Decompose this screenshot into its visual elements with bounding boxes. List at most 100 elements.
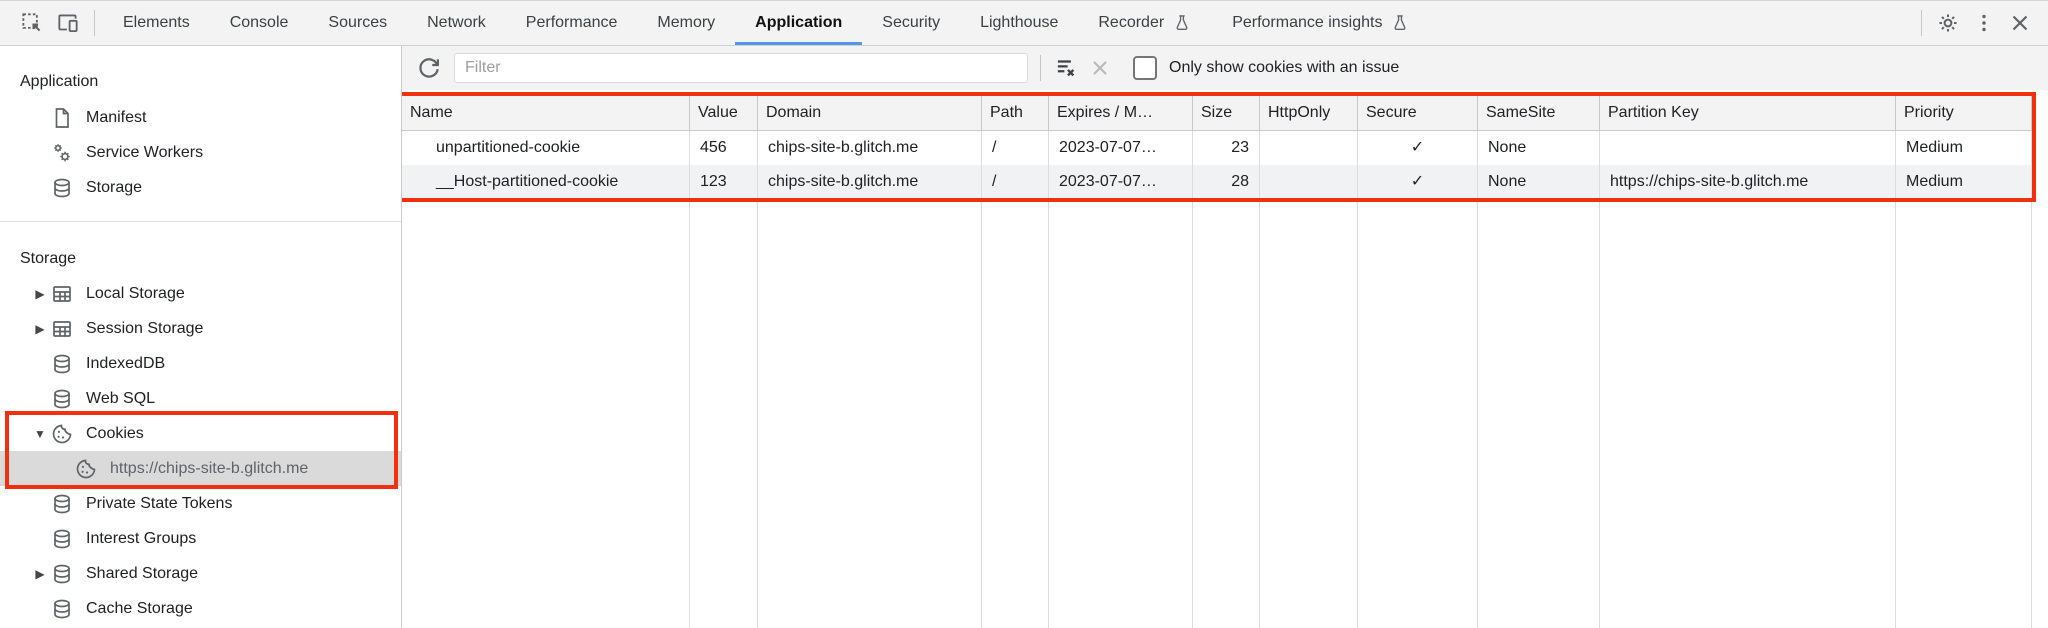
cell-partition-key[interactable]: https://chips-site-b.glitch.me (1600, 165, 1896, 199)
tab-elements[interactable]: Elements (103, 1, 210, 45)
tab-security[interactable]: Security (862, 1, 960, 45)
sidebar-item-label: Private State Tokens (86, 494, 233, 512)
cell-domain[interactable]: chips-site-b.glitch.me (758, 131, 982, 165)
cell-value[interactable]: 123 (690, 165, 758, 199)
issue-filter-label: Only show cookies with an issue (1169, 59, 1400, 76)
clear-filter-icon[interactable] (1049, 51, 1083, 85)
settings-gear-icon[interactable] (1930, 5, 1966, 41)
sidebar-item-shared-storage[interactable]: ▶ Shared Storage (0, 556, 401, 591)
tab-memory[interactable]: Memory (637, 1, 735, 45)
sidebar-item-cookies[interactable]: ▼ Cookies (0, 416, 401, 451)
sidebar-item-label: Service Workers (86, 143, 204, 161)
tab-sources[interactable]: Sources (308, 1, 407, 45)
inspect-element-icon[interactable] (14, 5, 50, 41)
more-options-kebab-icon[interactable] (1966, 5, 2002, 41)
column-header-path[interactable]: Path (982, 96, 1049, 130)
refresh-icon[interactable] (412, 51, 446, 85)
cell-size[interactable]: 23 (1193, 131, 1260, 165)
cell-priority[interactable]: Medium (1896, 131, 2032, 165)
device-toolbar-icon[interactable] (50, 5, 86, 41)
tabbar-divider (94, 10, 95, 36)
cell-path[interactable]: / (982, 131, 1049, 165)
column-header-name[interactable]: Name (402, 96, 690, 130)
tab-label: Memory (657, 14, 716, 31)
cell-value[interactable]: 456 (690, 131, 758, 165)
tab-lighthouse[interactable]: Lighthouse (960, 1, 1078, 45)
cell-size[interactable]: 28 (1193, 165, 1260, 199)
column-header-samesite[interactable]: SameSite (1478, 96, 1600, 130)
cell-partition-key[interactable] (1600, 131, 1896, 165)
sidebar-item-label: Shared Storage (86, 564, 199, 582)
sidebar-item-label: Cache Storage (86, 599, 193, 617)
filter-input[interactable] (454, 53, 1028, 83)
tab-performance[interactable]: Performance (506, 1, 638, 45)
delete-cookie-icon[interactable] (1083, 51, 1117, 85)
issue-filter-checkbox[interactable] (1133, 56, 1157, 80)
cell-samesite[interactable]: None (1478, 165, 1600, 199)
sidebar-item-indexeddb[interactable]: IndexedDB (0, 346, 401, 381)
column-header-priority[interactable]: Priority (1896, 96, 2032, 130)
cookie-icon (74, 457, 98, 481)
gears-icon (50, 141, 74, 165)
cookie-row-host-partitioned[interactable]: __Host-partitioned-cookie 123 chips-site… (402, 165, 2032, 199)
application-sidebar: Application Manifest Service Workers (0, 46, 402, 628)
column-header-domain[interactable]: Domain (758, 96, 982, 130)
sidebar-item-label: Web SQL (86, 389, 156, 407)
chevron-collapsed-icon[interactable]: ▶ (35, 566, 45, 581)
tab-label: Performance insights (1232, 14, 1383, 31)
experiment-flask-icon (1390, 13, 1410, 33)
tab-label: Elements (123, 14, 190, 31)
tab-performance-insights[interactable]: Performance insights (1212, 1, 1430, 45)
tab-network[interactable]: Network (407, 1, 506, 45)
tabbar-right-divider (1921, 10, 1922, 36)
sidebar-item-interest-groups[interactable]: Interest Groups (0, 521, 401, 556)
chevron-collapsed-icon[interactable]: ▶ (35, 321, 45, 336)
table-grid-lines (402, 96, 2032, 628)
cell-name[interactable]: unpartitioned-cookie (402, 131, 690, 165)
cell-secure-checkmark[interactable]: ✓ (1358, 165, 1478, 199)
cell-priority[interactable]: Medium (1896, 165, 2032, 199)
column-header-expires[interactable]: Expires / M… (1049, 96, 1193, 130)
cell-expires[interactable]: 2023-07-07… (1049, 131, 1193, 165)
cookie-row-unpartitioned[interactable]: unpartitioned-cookie 456 chips-site-b.gl… (402, 131, 2032, 165)
cell-httponly[interactable] (1260, 165, 1358, 199)
sidebar-item-session-storage[interactable]: ▶ Session Storage (0, 311, 401, 346)
column-header-secure[interactable]: Secure (1358, 96, 1478, 130)
sidebar-item-web-sql[interactable]: Web SQL (0, 381, 401, 416)
cell-httponly[interactable] (1260, 131, 1358, 165)
database-icon (50, 492, 74, 516)
tab-recorder[interactable]: Recorder (1078, 1, 1212, 45)
sidebar-item-label: Storage (86, 178, 143, 196)
tab-application[interactable]: Application (735, 1, 862, 45)
sidebar-item-cookies-origin[interactable]: https://chips-site-b.glitch.me (0, 451, 401, 486)
tab-console[interactable]: Console (210, 1, 309, 45)
sidebar-item-local-storage[interactable]: ▶ Local Storage (0, 276, 401, 311)
document-icon (50, 106, 74, 130)
cell-secure-checkmark[interactable]: ✓ (1358, 131, 1478, 165)
cookies-toolbar: Only show cookies with an issue (402, 46, 2048, 90)
sidebar-item-label: Interest Groups (86, 529, 197, 547)
database-icon (50, 562, 74, 586)
column-header-httponly[interactable]: HttpOnly (1260, 96, 1358, 130)
sidebar-item-cache-storage[interactable]: Cache Storage (0, 591, 401, 626)
chevron-collapsed-icon[interactable]: ▶ (35, 286, 45, 301)
chevron-expanded-icon[interactable]: ▼ (34, 426, 46, 441)
column-header-partition-key[interactable]: Partition Key (1600, 96, 1896, 130)
database-icon (50, 176, 74, 200)
devtools-tabbar: Elements Console Sources Network Perform… (0, 1, 2048, 46)
cell-name[interactable]: __Host-partitioned-cookie (402, 165, 690, 199)
column-header-size[interactable]: Size (1193, 96, 1260, 130)
cookies-pane: Only show cookies with an issue Name Val… (402, 46, 2048, 628)
sidebar-item-storage[interactable]: Storage (0, 170, 401, 205)
sidebar-item-private-state-tokens[interactable]: Private State Tokens (0, 486, 401, 521)
cell-expires[interactable]: 2023-07-07… (1049, 165, 1193, 199)
cell-domain[interactable]: chips-site-b.glitch.me (758, 165, 982, 199)
cell-path[interactable]: / (982, 165, 1049, 199)
cell-samesite[interactable]: None (1478, 131, 1600, 165)
cookie-icon (50, 422, 74, 446)
experiment-flask-icon (1172, 13, 1192, 33)
column-header-value[interactable]: Value (690, 96, 758, 130)
sidebar-item-manifest[interactable]: Manifest (0, 100, 401, 135)
sidebar-item-service-workers[interactable]: Service Workers (0, 135, 401, 170)
close-devtools-icon[interactable] (2002, 5, 2038, 41)
